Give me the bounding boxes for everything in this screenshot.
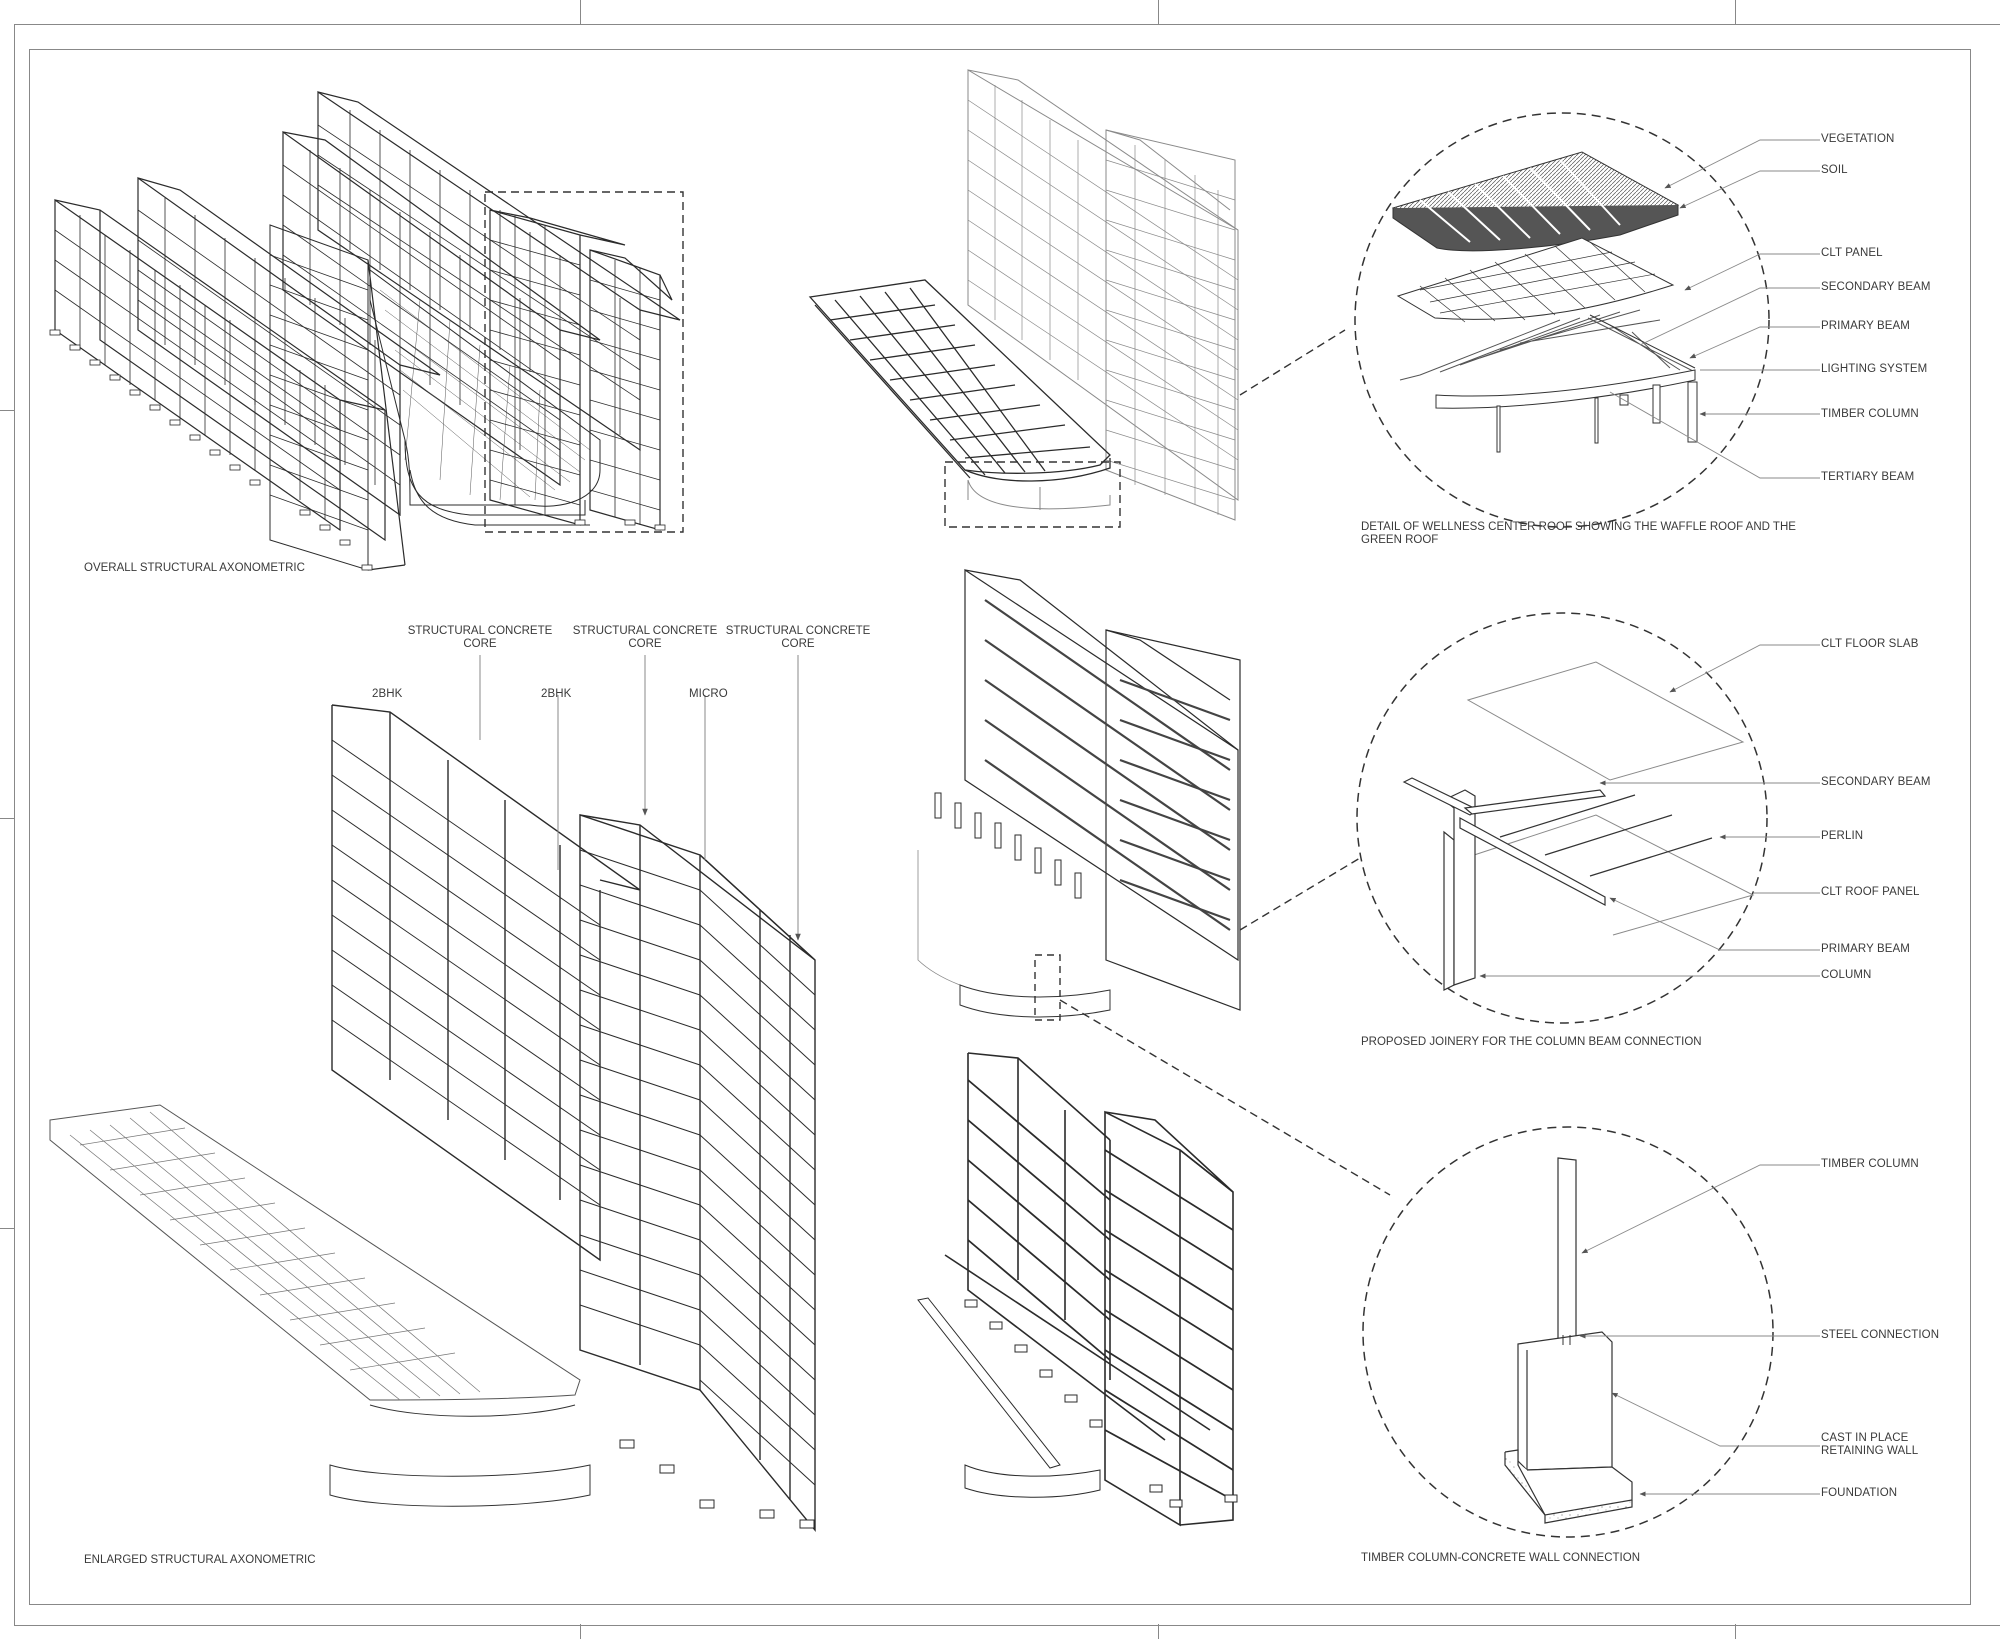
label-clt-roof-panel: CLT ROOF PANEL [1821, 886, 1920, 898]
label-clt-floor-slab: CLT FLOOR SLAB [1821, 638, 1919, 650]
caption-overall-axonometric: OVERALL STRUCTURAL AXONOMETRIC [84, 562, 305, 574]
label-secondary-beam-joinery: SECONDARY BEAM [1821, 776, 1931, 788]
joinery-detail-callout-box [1034, 954, 1061, 1021]
wall-detail-leader [1059, 999, 1391, 1196]
annotation-core-3-line2: CORE [781, 638, 815, 650]
grid-tick-top-2 [1158, 0, 1159, 24]
label-retaining-wall: RETAINING WALL [1821, 1445, 1919, 1457]
joinery-detail-circle [1356, 612, 1768, 1024]
label-primary-beam-joinery: PRIMARY BEAM [1821, 943, 1910, 955]
outer-border [14, 24, 2000, 1626]
caption-joinery-detail: PROPOSED JOINERY FOR THE COLUMN BEAM CON… [1361, 1036, 1702, 1048]
label-secondary-beam: SECONDARY BEAM [1821, 281, 1931, 293]
label-timber-column-wall: TIMBER COLUMN [1821, 1158, 1919, 1170]
caption-roof-detail-line1: DETAIL OF WELLNESS CENTER ROOF SHOWING T… [1361, 521, 1796, 533]
label-soil: SOIL [1821, 164, 1848, 176]
label-primary-beam: PRIMARY BEAM [1821, 320, 1910, 332]
grid-tick-left-3 [0, 1228, 14, 1229]
grid-tick-bottom-2 [1158, 1624, 1159, 1639]
roof-detail-drawing [1354, 112, 1820, 528]
annotation-unit-2bhk-2: 2BHK [541, 688, 572, 700]
grid-tick-left-1 [0, 410, 14, 411]
grid-tick-top-1 [580, 0, 581, 24]
annotation-concrete-core-1: STRUCTURAL CONCRETE CORE [405, 625, 555, 651]
roof-detail-leader [1239, 329, 1346, 396]
annotation-core-1-line1: STRUCTURAL CONCRETE [407, 625, 553, 637]
overall-axonometric-drawing [49, 90, 684, 571]
wall-detail-circle [1362, 1126, 1774, 1538]
label-vegetation: VEGETATION [1821, 133, 1895, 145]
roof-axonometric-drawing [808, 69, 1346, 528]
annotation-unit-micro: MICRO [689, 688, 728, 700]
annotation-core-2-line1: STRUCTURAL CONCRETE [572, 625, 718, 637]
grid-tick-bottom-3 [1735, 1624, 1736, 1639]
wall-axonometric-drawing [917, 1052, 1238, 1527]
annotation-core-1-line2: CORE [463, 638, 497, 650]
label-cast-in-place: CAST IN PLACE [1821, 1432, 1909, 1444]
label-clt-panel: CLT PANEL [1821, 247, 1883, 259]
label-steel-connection: STEEL CONNECTION [1821, 1329, 1940, 1341]
annotation-unit-2bhk-1: 2BHK [372, 688, 403, 700]
annotation-core-2-line2: CORE [628, 638, 662, 650]
roof-detail-callout-box [944, 461, 1121, 528]
annotation-core-3-line1: STRUCTURAL CONCRETE [725, 625, 871, 637]
overall-detail-callout-box [484, 191, 684, 533]
enlarged-axonometric-drawing [49, 655, 816, 1532]
roof-detail-circle [1354, 112, 1770, 528]
label-column: COLUMN [1821, 969, 1872, 981]
annotation-concrete-core-2: STRUCTURAL CONCRETE CORE [570, 625, 720, 651]
joinery-detail-leader [1239, 857, 1361, 931]
joinery-detail-drawing [1356, 612, 1820, 1024]
grid-tick-bottom-1 [580, 1624, 581, 1639]
inner-border [29, 49, 1971, 1605]
grid-tick-left-2 [0, 818, 14, 819]
caption-roof-detail-line2: GREEN ROOF [1361, 534, 1439, 546]
caption-wall-detail: TIMBER COLUMN-CONCRETE WALL CONNECTION [1361, 1552, 1640, 1564]
label-perlin: PERLIN [1821, 830, 1864, 842]
annotation-concrete-core-3: STRUCTURAL CONCRETE CORE [723, 625, 873, 651]
wall-detail-drawing [1362, 1126, 1820, 1538]
label-foundation: FOUNDATION [1821, 1487, 1898, 1499]
label-timber-column: TIMBER COLUMN [1821, 408, 1919, 420]
grid-tick-top-3 [1735, 0, 1736, 24]
label-lighting-system: LIGHTING SYSTEM [1821, 363, 1928, 375]
label-tertiary-beam: TERTIARY BEAM [1821, 471, 1915, 483]
joinery-axonometric-drawing [917, 568, 1391, 1196]
caption-enlarged-axonometric: ENLARGED STRUCTURAL AXONOMETRIC [84, 1554, 316, 1566]
